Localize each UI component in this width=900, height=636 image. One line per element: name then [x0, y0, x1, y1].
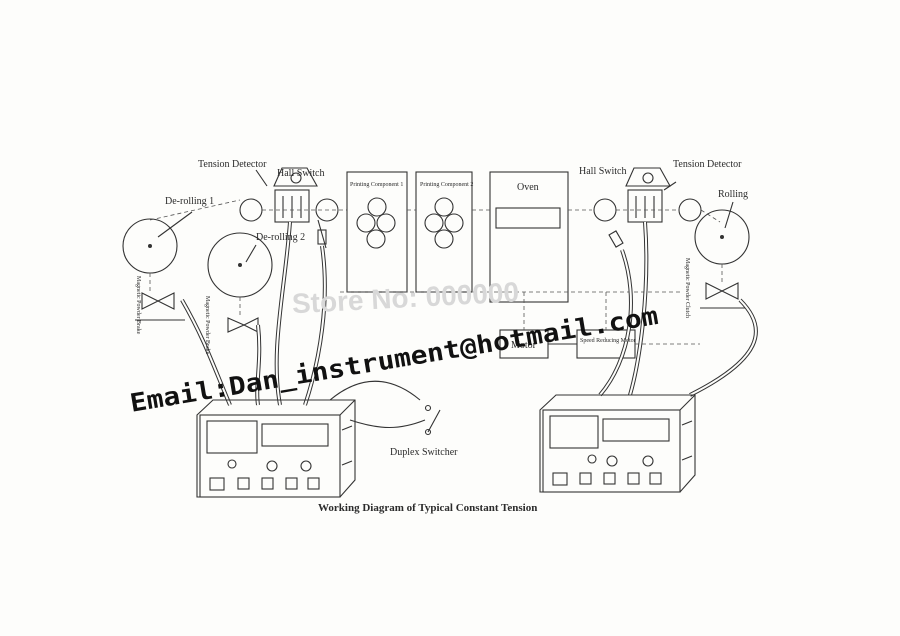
- hall-switch-housing-left: [274, 189, 310, 223]
- print-roll: [434, 229, 454, 249]
- label-printing-component-2: Printing Component 2: [420, 182, 473, 188]
- guide-roller-outlet: [678, 198, 702, 222]
- controller-left-power: [209, 477, 225, 491]
- controller-right-power: [552, 472, 568, 486]
- rolling-hub: [720, 235, 724, 239]
- controller-left-key[interactable]: [237, 477, 250, 490]
- cable-core: [275, 221, 291, 406]
- cable-core: [181, 299, 231, 406]
- tension-pointer-left: [255, 169, 268, 187]
- controller-right-body: [539, 394, 696, 493]
- print-roll: [366, 229, 386, 249]
- duplex-wire-b: [349, 419, 426, 428]
- label-magnetic-powder-brake-1: Magnetic Powder Brake: [135, 276, 141, 335]
- cable-core: [629, 221, 648, 396]
- controller-left-label-plate: [261, 423, 329, 447]
- guide-roller-left: [239, 198, 263, 222]
- controller-right-knob[interactable]: [642, 455, 654, 467]
- rolling-pointer: [724, 201, 734, 229]
- label-tension-detector-left: Tension Detector: [198, 159, 267, 170]
- cable-core: [689, 299, 757, 396]
- derolling-1-hub: [148, 244, 152, 248]
- print-roll: [424, 213, 444, 233]
- print-roll: [376, 213, 396, 233]
- brake-1-symbol: [141, 292, 175, 310]
- tension-pointer-right: [663, 181, 677, 191]
- tension-detector-roller-right: [642, 172, 654, 184]
- controller-left-key[interactable]: [307, 477, 320, 490]
- controller-left-front: [199, 414, 341, 498]
- web-path-1: [149, 199, 241, 221]
- label-magnetic-powder-brake-2: Magnetic Powder Brake: [204, 296, 210, 355]
- controller-right-knob[interactable]: [606, 455, 618, 467]
- label-derolling-1: De-rolling 1: [165, 196, 214, 207]
- cable-clutch: [689, 298, 758, 397]
- print-roll: [434, 197, 454, 217]
- controller-right-key[interactable]: [579, 472, 592, 485]
- guide-roller-right: [593, 198, 617, 222]
- brake-2-symbol: [227, 317, 259, 333]
- duplex-switch-contact-1: [424, 404, 432, 412]
- controller-right-key[interactable]: [627, 472, 640, 485]
- tension-detector-head-left: [273, 167, 318, 187]
- controller-left-knob[interactable]: [227, 459, 237, 469]
- hall-sensor-body-right: [608, 230, 624, 248]
- label-hall-switch-left: Hall Switch: [277, 168, 325, 179]
- label-speed-reducing-motor: Speed Reducing Motor: [580, 338, 636, 344]
- cable-core: [256, 324, 261, 406]
- label-hall-switch-right: Hall Switch: [579, 166, 627, 177]
- derolling-2-hub: [238, 263, 242, 267]
- controller-left-detail: [341, 425, 353, 431]
- label-derolling-2: De-rolling 2: [256, 232, 305, 243]
- controller-right-front: [542, 409, 681, 493]
- cable-core: [304, 245, 326, 406]
- duplex-wire-a: [329, 380, 421, 401]
- oven-window: [495, 207, 561, 229]
- label-duplex-switcher: Duplex Switcher: [390, 447, 458, 458]
- controller-right-key[interactable]: [649, 472, 662, 485]
- web-path-7: [700, 209, 721, 223]
- controller-left-knob[interactable]: [300, 460, 312, 472]
- clutch-symbol: [705, 282, 739, 300]
- label-magnetic-powder-clutch: Magnetic Powder Clutch: [684, 258, 690, 318]
- controller-right-label-plate: [602, 418, 670, 442]
- controller-left-body: [196, 399, 356, 498]
- derolling-1-pointer: [157, 211, 193, 238]
- print-roll: [356, 213, 376, 233]
- tension-detector-roller-left: [290, 172, 302, 184]
- hall-sensor-body-left: [317, 229, 327, 245]
- printing-component-1: [346, 171, 408, 293]
- duplex-switch-lever: [427, 409, 441, 433]
- guide-roller-right-of-detector: [315, 198, 339, 222]
- controller-left-display: [206, 420, 258, 454]
- controller-left-key[interactable]: [261, 477, 274, 490]
- controller-left-knob[interactable]: [266, 460, 278, 472]
- label-rolling: Rolling: [718, 189, 748, 200]
- controller-right-display: [549, 415, 599, 449]
- duplex-switch-contact-2: [424, 428, 432, 436]
- derolling-2-pointer: [245, 244, 257, 263]
- controller-left-detail: [341, 460, 353, 466]
- controller-right-detail: [681, 420, 693, 426]
- print-roll: [444, 213, 464, 233]
- label-printing-component-1: Printing Component 1: [350, 182, 403, 188]
- cable-core: [599, 249, 632, 396]
- label-oven: Oven: [517, 182, 539, 193]
- label-motor: Motor: [511, 340, 537, 351]
- controller-left-key[interactable]: [285, 477, 298, 490]
- controller-right-key[interactable]: [603, 472, 616, 485]
- oven-box: [489, 171, 569, 303]
- controller-right-detail: [681, 455, 693, 461]
- controller-left-edge: [339, 399, 356, 416]
- label-tension-detector-right: Tension Detector: [673, 159, 742, 170]
- hall-sensor-left: [317, 219, 327, 249]
- printing-component-2: [415, 171, 473, 293]
- print-roll: [367, 197, 387, 217]
- diagram-caption: Working Diagram of Typical Constant Tens…: [318, 502, 537, 514]
- controller-right-edge: [679, 394, 696, 411]
- controller-right-knob[interactable]: [587, 454, 597, 464]
